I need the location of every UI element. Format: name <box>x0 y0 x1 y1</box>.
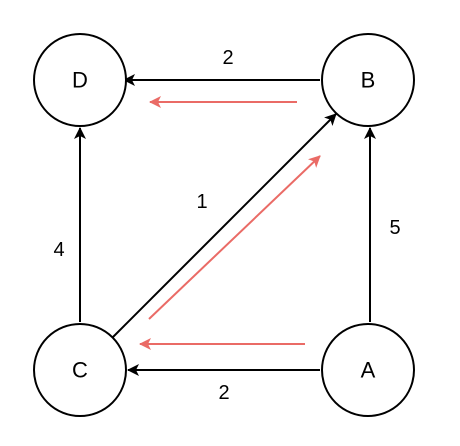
edge-c-to-b <box>112 113 337 338</box>
node-d-label: D <box>72 68 88 93</box>
node-a: A <box>321 323 415 417</box>
weight-label-a-c: 2 <box>218 382 229 404</box>
path-arrow-c-to-b <box>148 155 321 320</box>
node-c-label: C <box>72 358 88 383</box>
weight-label-a-b: 5 <box>389 217 400 239</box>
node-d: D <box>33 33 127 127</box>
node-b: B <box>321 33 415 127</box>
node-c: C <box>33 323 127 417</box>
node-a-label: A <box>361 358 376 383</box>
node-b-label: B <box>361 68 376 93</box>
weight-label-b-d: 2 <box>222 47 233 69</box>
weight-label-c-b: 1 <box>196 191 207 213</box>
weight-label-c-d: 4 <box>53 239 64 261</box>
